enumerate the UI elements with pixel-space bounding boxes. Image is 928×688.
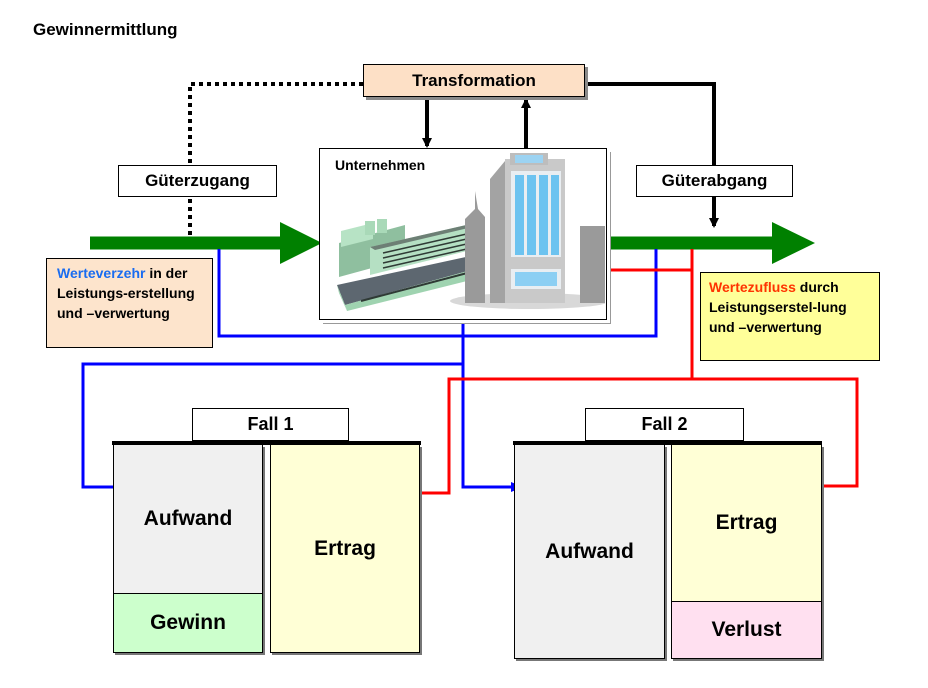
expense-line-outflow <box>463 249 658 338</box>
fall2-verlust-label: Verlust <box>711 618 782 641</box>
fall2-aufwand-label: Aufwand <box>545 539 634 563</box>
expense-arrow-fall2 <box>461 364 523 492</box>
fall2-credit-column: Ertrag Verlust <box>671 445 822 659</box>
fall1-gewinn-label: Gewinn <box>150 611 226 634</box>
transformation-node: Transformation <box>363 64 585 97</box>
fall2-t-account-bar <box>513 441 822 445</box>
fall1-aufwand-cell: Aufwand <box>114 445 262 594</box>
diagram-title: Gewinnermittlung <box>33 20 178 39</box>
unternehmen-node: Unternehmen <box>319 148 607 320</box>
factory-icon <box>337 219 481 311</box>
fall1-gewinn-cell: Gewinn <box>114 594 262 652</box>
expense-arrow-fall1 <box>81 362 463 492</box>
fall1-credit-column: Ertrag <box>270 445 420 653</box>
goods-inflow-arrow-head <box>280 222 322 264</box>
gueterzugang-node: Güterzugang <box>118 165 277 197</box>
unternehmen-label: Unternehmen <box>335 157 426 173</box>
gueterabgang-label: Güterabgang <box>661 171 768 190</box>
wertezufluss-highlight: Wertezufluss <box>709 279 796 295</box>
fall2-aufwand-cell: Aufwand <box>515 445 664 658</box>
fall2-ertrag-cell: Ertrag <box>672 445 821 602</box>
fall2-verlust-cell: Verlust <box>672 602 821 658</box>
fall2-label: Fall 2 <box>585 408 744 441</box>
wertezufluss-text: durch Leistungserstel-lung und –verwertu… <box>709 279 847 335</box>
company-buildings-icon <box>337 153 605 311</box>
fall1-debit-column: Aufwand Gewinn <box>113 445 263 653</box>
werteverzehr-text: in der Leistungs-erstellung und –verwert… <box>57 265 195 321</box>
expense-line-inflow <box>217 249 463 338</box>
fall1-title: Fall 1 <box>247 414 294 434</box>
fall1-aufwand-label: Aufwand <box>143 507 233 530</box>
wertezufluss-note: Wertezufluss durch Leistungserstel-lung … <box>700 272 880 361</box>
fall2-title: Fall 2 <box>641 414 688 434</box>
gueterabgang-node: Güterabgang <box>636 165 793 197</box>
gueterzugang-label: Güterzugang <box>145 171 250 190</box>
werteverzehr-note: Werteverzehr in der Leistungs-erstellung… <box>46 258 213 348</box>
office-tower-icon <box>450 153 605 309</box>
fall2-debit-column: Aufwand <box>514 445 665 659</box>
revenue-arrow-fall2 <box>692 377 859 492</box>
werteverzehr-highlight: Werteverzehr <box>57 265 146 281</box>
transformation-label: Transformation <box>412 70 536 90</box>
fall1-ertrag-label: Ertrag <box>314 536 376 560</box>
fall1-ertrag-cell: Ertrag <box>271 445 419 652</box>
fall2-ertrag-label: Ertrag <box>715 511 778 534</box>
goods-outflow-arrow-head <box>772 222 815 264</box>
fall1-t-account-bar <box>112 441 421 445</box>
fall1-label: Fall 1 <box>192 408 349 441</box>
